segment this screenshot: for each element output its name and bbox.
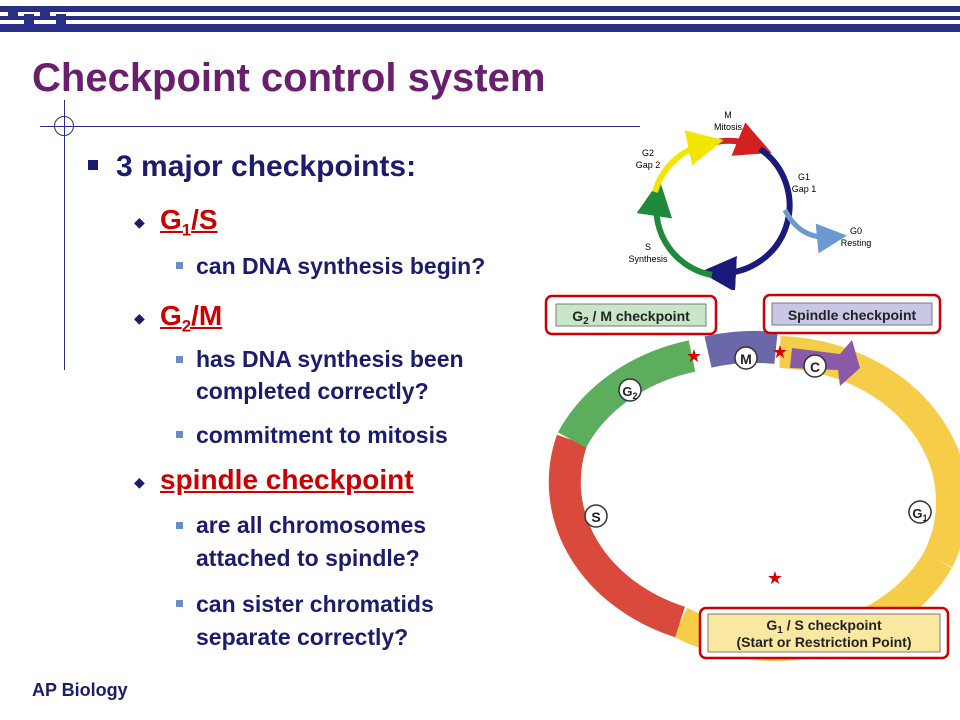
detail-text: can sister chromatids [196,591,434,617]
gap1-label: Gap 1 [792,184,817,194]
crosshair-decoration [54,116,74,136]
diamond-bullet-icon: ◆ [134,214,145,230]
spindle-checkpoint-fill [771,302,933,326]
band-square [56,14,66,24]
bullet-square-small [176,431,183,438]
g1s-star-icon: ★ [767,568,783,588]
checkpoint-cycle-diagram: M C G2 S G1 ★ ★ ★ G2 / M checkpoint Spin… [544,293,960,661]
s-band [548,434,686,638]
g1s-checkpoint-label: G1 / S checkpoint [766,617,882,636]
c-phase-label: C [810,359,820,375]
bullet-square-small [176,522,183,529]
g1-arc [700,146,793,290]
diamond-bullet-icon: ◆ [134,474,145,490]
synthesis-arc [636,180,713,278]
bullet-square-small [176,600,183,607]
mitosis-label: Mitosis [714,122,743,132]
spindle-checkpoint-link[interactable]: spindle checkpoint [160,464,414,495]
g1-label: G1 [798,172,810,182]
detail-text: completed correctly? [196,378,429,404]
band-square [40,8,50,18]
top-band [0,0,960,36]
g2-label: G2 [642,148,654,158]
mitosis-arc [711,122,772,156]
band-stripe [0,16,960,20]
band-square [8,8,18,18]
synthesis-label: Synthesis [628,254,668,264]
g1-band [779,336,960,568]
checkpoints-heading: 3 major checkpoints: [116,150,417,183]
title-rule [40,126,640,127]
small-cell-cycle-diagram: M Mitosis G2 Gap 2 G1 Gap 1 G0 Resting S… [628,110,872,290]
band-stripe [0,6,960,12]
g0-arrow [782,208,847,254]
footer-label: AP Biology [32,680,128,700]
g2-phase-label: G2 [622,384,637,401]
detail-text: are all chromosomes [196,512,427,538]
g0-label: G0 [850,226,862,236]
g2m-checkpoint-label: G2 / M checkpoint [572,308,690,327]
spindle-checkpoint-label: Spindle checkpoint [788,307,917,323]
slide-title: Checkpoint control system [32,56,546,100]
detail-text: has DNA synthesis been [196,346,464,372]
detail-text: separate correctly? [196,624,409,650]
m-label: M [724,110,732,120]
band-square [24,14,34,24]
detail-text: can DNA synthesis begin? [196,253,486,279]
g2m-star-icon: ★ [686,346,702,366]
g1s-link[interactable]: G1/S [160,204,218,240]
g2-phase-circle [618,378,642,402]
detail-text: commitment to mitosis [196,422,448,448]
g2-arc [652,130,724,193]
s-phase-circle [584,504,608,528]
bullet-square-small [176,356,183,363]
g1-phase-circle [908,500,932,524]
s-label: S [645,242,651,252]
band-stripe [0,24,960,32]
resting-label: Resting [841,238,872,248]
g1s-checkpoint-fill [707,613,941,653]
g2m-link[interactable]: G2/M [160,300,223,336]
bullet-square-small [176,262,183,269]
c-phase-circle [803,354,827,378]
gap2-label: Gap 2 [636,160,661,170]
side-rule [64,100,65,370]
g2m-checkpoint-fill [555,303,707,327]
g1s-checkpoint-sublabel: (Start or Restriction Point) [736,634,911,650]
m-phase-label: M [740,351,752,367]
diamond-bullet-icon: ◆ [134,310,145,326]
spindle-star-icon: ★ [772,342,788,362]
detail-text: attached to spindle? [196,545,420,571]
s-phase-label: S [591,509,600,525]
bullet-square [88,160,98,170]
g1-phase-label: G1 [912,506,927,523]
m-phase-circle [734,346,758,370]
